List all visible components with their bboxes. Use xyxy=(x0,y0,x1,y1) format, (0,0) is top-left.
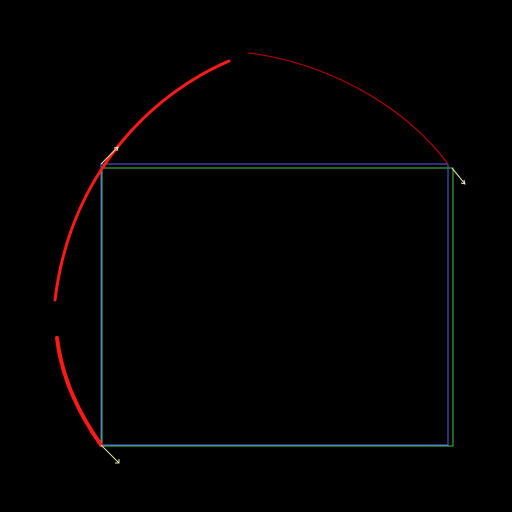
corner-marker-top-right xyxy=(451,167,466,185)
blue-rectangle xyxy=(100,163,449,446)
thin-red-arc-top xyxy=(248,52,449,165)
thick-red-arc-lower xyxy=(55,336,103,447)
corner-marker-bottom-left xyxy=(100,444,120,464)
corner-marker-top-left xyxy=(100,146,119,165)
green-rectangle xyxy=(101,167,454,447)
thick-red-arc-upper xyxy=(53,59,231,302)
